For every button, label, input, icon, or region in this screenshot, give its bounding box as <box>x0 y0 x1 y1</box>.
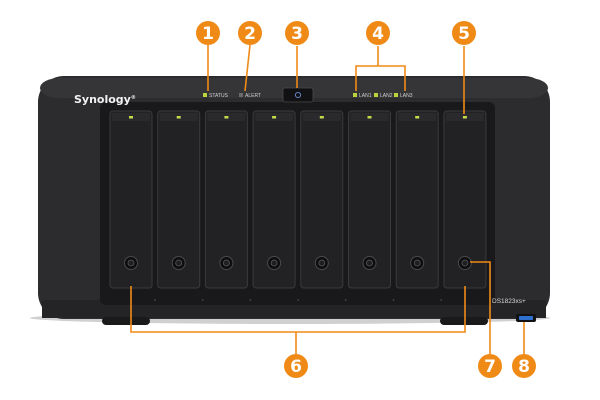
usb-port-icon <box>519 316 533 320</box>
tray-latch-icon[interactable] <box>410 256 425 270</box>
callout-number: 5 <box>458 24 470 44</box>
drive-tray[interactable] <box>348 110 391 289</box>
bay-dots <box>154 299 443 301</box>
drive-tray[interactable] <box>109 110 153 289</box>
tray-latch-icon[interactable] <box>457 256 472 270</box>
drive-tray[interactable] <box>395 110 439 289</box>
callout-number: 4 <box>372 24 384 44</box>
brand-logo: Synology® <box>74 93 136 106</box>
callout-number: 2 <box>244 24 256 44</box>
foot-right <box>440 317 488 325</box>
tray-latch-icon[interactable] <box>267 256 282 270</box>
drive-trays <box>109 110 487 289</box>
lan3-led <box>394 93 398 97</box>
foot-left <box>102 317 150 325</box>
bay-dot <box>201 299 204 301</box>
tray-latch-icon[interactable] <box>314 256 329 270</box>
callout-number: 3 <box>291 24 303 44</box>
tray-led <box>129 116 133 119</box>
tray-led <box>462 116 467 119</box>
lan1-led <box>353 93 357 97</box>
tray-led <box>224 116 229 119</box>
tray-led <box>319 116 324 119</box>
lan2-label: LAN2 <box>380 93 393 99</box>
drive-tray[interactable] <box>300 110 344 289</box>
status-led <box>203 93 207 97</box>
callout-7: 7 <box>478 354 502 378</box>
lan2-indicator: LAN2 <box>374 93 393 99</box>
drive-tray[interactable] <box>204 110 248 289</box>
drive-tray[interactable] <box>157 110 201 289</box>
tray-latch-icon[interactable] <box>124 256 138 270</box>
alert-label: ALERT <box>245 93 261 99</box>
model-label: DS1823xs+ <box>492 298 526 305</box>
usb-port[interactable] <box>516 314 536 322</box>
power-button[interactable] <box>282 87 314 103</box>
bay-dot <box>249 299 252 301</box>
callout-5: 5 <box>452 21 476 45</box>
drive-tray[interactable] <box>252 110 296 289</box>
lan2-led <box>374 93 378 97</box>
lan3-indicator: LAN3 <box>394 93 413 99</box>
callout-4: 4 <box>366 21 390 45</box>
tray-latch-icon[interactable] <box>219 256 234 270</box>
callout-2: 2 <box>238 21 262 45</box>
tray-led <box>272 116 277 119</box>
tray-led <box>367 116 372 119</box>
bay-dot <box>344 299 347 301</box>
callouts: 1 2 3 4 5 6 7 8 <box>196 21 536 378</box>
callout-number: 1 <box>202 24 214 44</box>
tray-latch-icon[interactable] <box>171 256 186 270</box>
tray-latch-icon[interactable] <box>362 256 377 270</box>
callout-8: 8 <box>512 354 536 378</box>
bay-dot <box>154 299 156 301</box>
tray-led <box>176 116 181 119</box>
callout-3: 3 <box>285 21 309 45</box>
bay-dot <box>297 299 299 301</box>
callout-number: 6 <box>290 357 302 377</box>
bay-dot <box>440 299 443 301</box>
callout-1: 1 <box>196 21 220 45</box>
lan3-label: LAN3 <box>400 93 413 99</box>
bay-dot <box>392 299 395 301</box>
alert-led <box>239 93 243 97</box>
power-icon <box>294 91 302 99</box>
callout-number: 8 <box>518 357 530 377</box>
tray-led <box>415 116 420 119</box>
status-label: STATUS <box>209 93 229 99</box>
alert-indicator: ALERT <box>239 93 261 99</box>
callout-6: 6 <box>284 354 308 378</box>
callout-number: 7 <box>484 357 496 377</box>
lan1-label: LAN1 <box>359 93 372 99</box>
status-indicator: STATUS <box>203 93 229 99</box>
callout-lines <box>130 44 525 354</box>
lan1-indicator: LAN1 <box>353 93 372 99</box>
